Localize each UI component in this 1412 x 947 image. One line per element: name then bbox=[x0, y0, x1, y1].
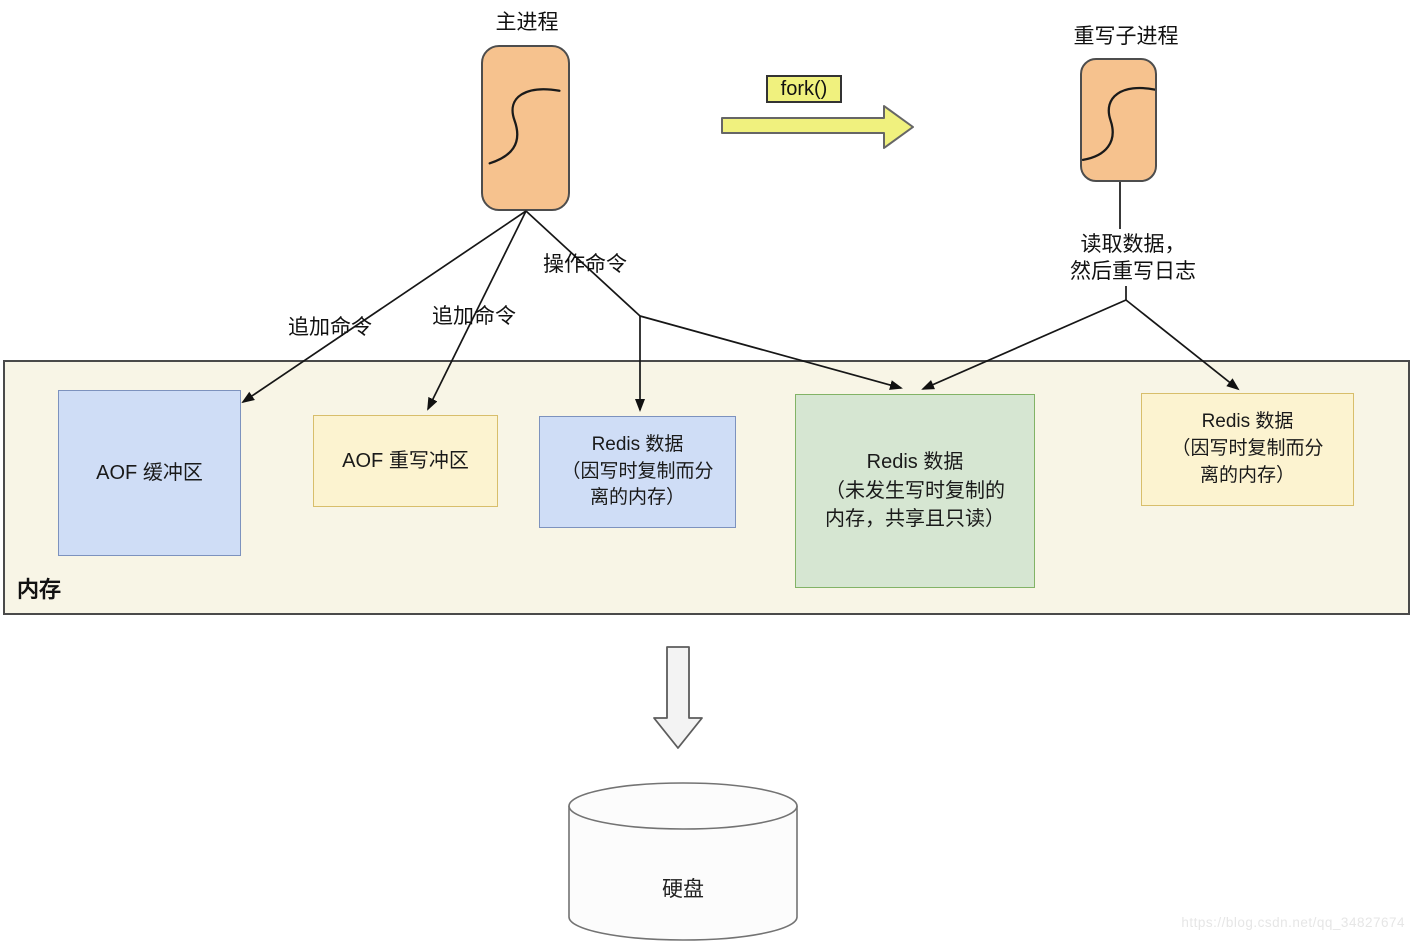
edge-label-read-rewrite: 读取数据， 然后重写日志 bbox=[1070, 233, 1196, 284]
disk-arrow bbox=[653, 646, 703, 749]
watermark: https://blog.csdn.net/qq_34827674 bbox=[1181, 915, 1405, 930]
box-aof-buffer: AOF 缓冲区 bbox=[58, 390, 241, 556]
disk-label: 硬盘 bbox=[662, 878, 704, 901]
child-process-title: 重写子进程 bbox=[1073, 25, 1179, 48]
fork-label: fork() bbox=[766, 75, 842, 103]
box-redis-data-shared-label: Redis 数据 （未发生写时复制的 内存，共享且只读） bbox=[825, 451, 1005, 531]
main-process-node bbox=[481, 45, 570, 211]
box-redis-data-shared: Redis 数据 （未发生写时复制的 内存，共享且只读） bbox=[795, 394, 1035, 588]
redis-logo-curve bbox=[488, 88, 561, 165]
box-redis-data-cow-main: Redis 数据 （因写时复制而分 离的内存） bbox=[539, 416, 736, 528]
disk-cylinder bbox=[568, 782, 798, 941]
main-process-title: 主进程 bbox=[495, 11, 559, 34]
box-redis-data-cow-main-label: Redis 数据 （因写时复制而分 离的内存） bbox=[561, 433, 714, 509]
box-aof-buffer-label: AOF 缓冲区 bbox=[96, 461, 203, 484]
memory-label: 内存 bbox=[17, 577, 62, 602]
redis-logo-curve bbox=[1082, 86, 1155, 161]
box-aof-rewrite-buffer-label: AOF 重写冲区 bbox=[342, 449, 469, 472]
box-redis-data-cow-child-label: Redis 数据 （因写时复制而分 离的内存） bbox=[1171, 411, 1324, 486]
fork-arrow bbox=[721, 105, 914, 149]
edge-label-append-2: 追加命令 bbox=[432, 305, 516, 328]
edge-label-append-1: 追加命令 bbox=[288, 316, 372, 339]
box-redis-data-cow-child: Redis 数据 （因写时复制而分 离的内存） bbox=[1141, 393, 1354, 506]
child-process-node bbox=[1080, 58, 1157, 182]
edge-label-operate: 操作命令 bbox=[543, 253, 627, 276]
box-aof-rewrite-buffer: AOF 重写冲区 bbox=[313, 415, 498, 507]
